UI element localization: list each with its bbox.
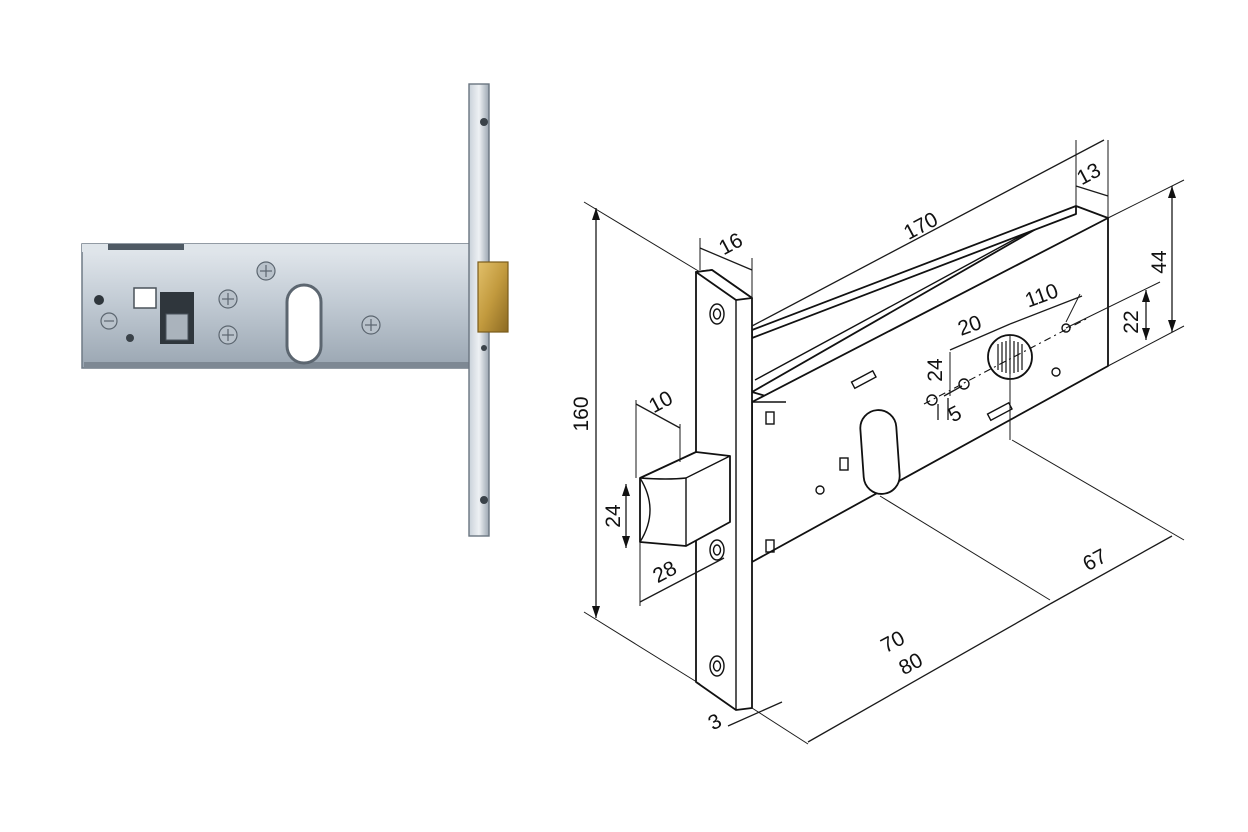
screw-icon — [218, 289, 238, 309]
latch-bolt — [639, 451, 731, 547]
screw-icon — [100, 312, 118, 330]
dim-13: 13 — [1073, 159, 1104, 190]
latch-bolt — [477, 261, 509, 333]
screw-icon — [218, 325, 238, 345]
technical-drawing: 170 13 16 160 44 22 110 20 24 5 10 24 28… — [570, 139, 1185, 745]
dim-44: 44 — [1148, 250, 1171, 274]
dim-24-latch: 24 — [602, 504, 625, 528]
screw-icon — [256, 261, 276, 281]
lock-photo — [81, 83, 509, 537]
dim-170: 170 — [900, 208, 942, 245]
dim-3: 3 — [704, 709, 725, 735]
cylinder-slot — [859, 409, 901, 495]
dim-70: 70 — [877, 627, 908, 658]
screw-icon — [361, 315, 381, 335]
dim-160: 160 — [570, 396, 593, 431]
dim-67: 67 — [1079, 545, 1110, 576]
dim-24-holes: 24 — [924, 358, 947, 382]
cylinder-slot — [285, 283, 323, 365]
dim-22: 22 — [1120, 310, 1143, 333]
dim-80: 80 — [895, 649, 926, 680]
dim-10: 10 — [645, 387, 676, 418]
dim-16: 16 — [715, 229, 746, 260]
